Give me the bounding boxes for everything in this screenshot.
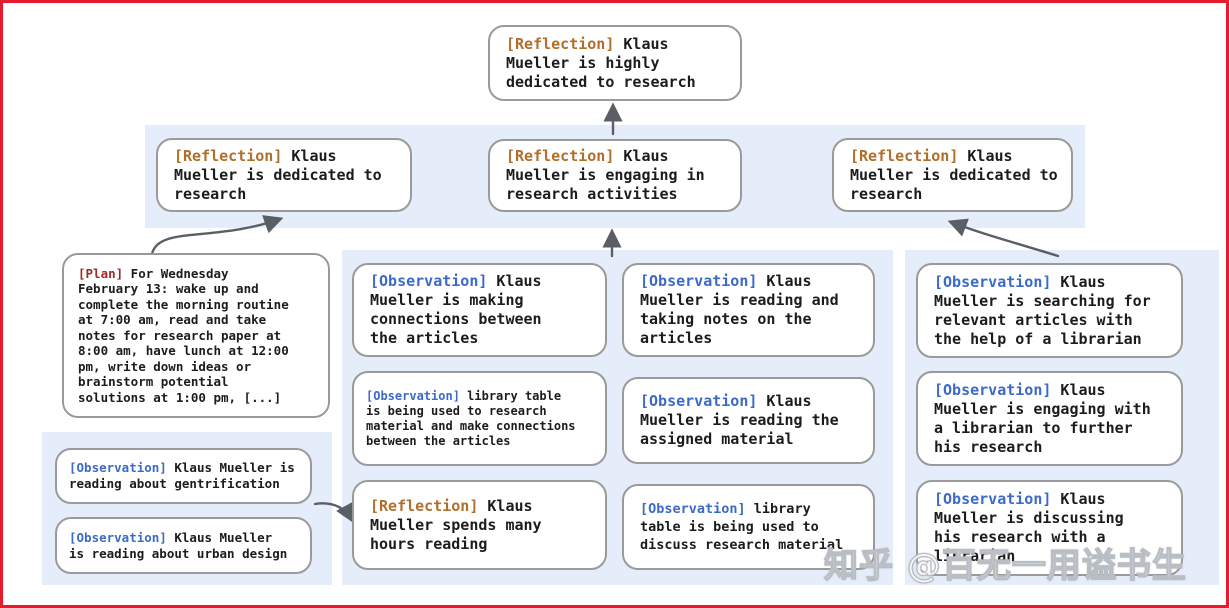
observation-label: [Observation]	[934, 490, 1052, 508]
node-plan-wednesday: [Plan] For Wednesday February 13: wake u…	[62, 253, 330, 418]
reflection-label: [Reflection]	[174, 146, 283, 165]
node-text: Klaus Mueller is reading and taking note…	[640, 272, 839, 347]
observation-label: [Observation]	[934, 272, 1052, 291]
observation-label: [Observation]	[69, 529, 167, 545]
observation-label: [Observation]	[370, 272, 488, 290]
node-observation-discussing-librarian: [Observation] Klaus Mueller is discussin…	[916, 480, 1183, 576]
observation-label: [Observation]	[640, 272, 758, 290]
node-reflection-dedicated-left: [Reflection] Klaus Mueller is dedicated …	[156, 138, 412, 212]
node-text: Klaus Mueller is dedicated to research	[174, 146, 382, 203]
reflection-label: [Reflection]	[850, 146, 959, 165]
node-text: Klaus Mueller is highly dedicated to res…	[506, 34, 696, 91]
node-text: Klaus Mueller is reading the assigned ma…	[640, 392, 839, 448]
node-reflection-dedicated-right: [Reflection] Klaus Mueller is dedicated …	[832, 138, 1073, 212]
arrow-plan-to-left-reflection-icon	[150, 215, 284, 256]
plan-label: [Plan]	[78, 265, 124, 281]
node-observation-searching-articles: [Observation] Klaus Mueller is searching…	[916, 263, 1183, 358]
reflection-label: [Reflection]	[506, 147, 615, 165]
node-text: Klaus Mueller spends many hours reading	[370, 496, 542, 553]
observation-label: [Observation]	[934, 380, 1052, 399]
node-observation-urban-design: [Observation] Klaus Mueller is reading a…	[55, 517, 312, 574]
node-observation-making-connections: [Observation] Klaus Mueller is making co…	[352, 263, 607, 357]
observation-label: [Observation]	[366, 388, 460, 403]
node-text: library table is being used to research …	[366, 388, 576, 448]
node-reflection-highly-dedicated: [Reflection] Klaus Mueller is highly ded…	[488, 25, 742, 101]
node-reflection-hours-reading: [Reflection] Klaus Mueller spends many h…	[352, 480, 607, 570]
reflection-label: [Reflection]	[506, 34, 615, 53]
node-observation-gentrification: [Observation] Klaus Mueller is reading a…	[55, 448, 312, 504]
observation-label: [Observation]	[640, 392, 758, 410]
node-text: Klaus Mueller is engaging in research ac…	[506, 147, 705, 203]
node-observation-library-discuss: [Observation] library table is being use…	[622, 484, 875, 570]
node-text: Klaus Mueller is searching for relevant …	[934, 272, 1151, 348]
node-text: Klaus Mueller is dedicated to research	[850, 146, 1058, 203]
node-observation-taking-notes: [Observation] Klaus Mueller is reading a…	[622, 263, 875, 357]
node-text: Klaus Mueller is reading about urban des…	[69, 529, 288, 561]
observation-label: [Observation]	[69, 460, 167, 475]
node-observation-assigned-material: [Observation] Klaus Mueller is reading t…	[622, 377, 875, 464]
node-text: Klaus Mueller is engaging with a librari…	[934, 380, 1151, 456]
node-text: Klaus Mueller is discussing his research…	[934, 490, 1124, 565]
arrow-leftpanel-to-hours-reflection-icon	[313, 501, 354, 524]
reflection-label: [Reflection]	[370, 496, 479, 515]
node-text: Klaus Mueller is reading about gentrific…	[69, 460, 295, 491]
observation-label: [Observation]	[640, 501, 746, 517]
node-text: For Wednesday February 13: wake up and c…	[78, 265, 289, 405]
node-text: library table is being used to discuss r…	[640, 501, 844, 553]
node-reflection-engaging-activities: [Reflection] Klaus Mueller is engaging i…	[488, 139, 742, 212]
node-observation-library-research: [Observation] library table is being use…	[352, 371, 607, 466]
node-text: Klaus Mueller is making connections betw…	[370, 272, 542, 347]
arrow-rightpanel-to-right-reflection-icon	[947, 218, 1060, 258]
node-observation-engaging-librarian: [Observation] Klaus Mueller is engaging …	[916, 371, 1183, 466]
